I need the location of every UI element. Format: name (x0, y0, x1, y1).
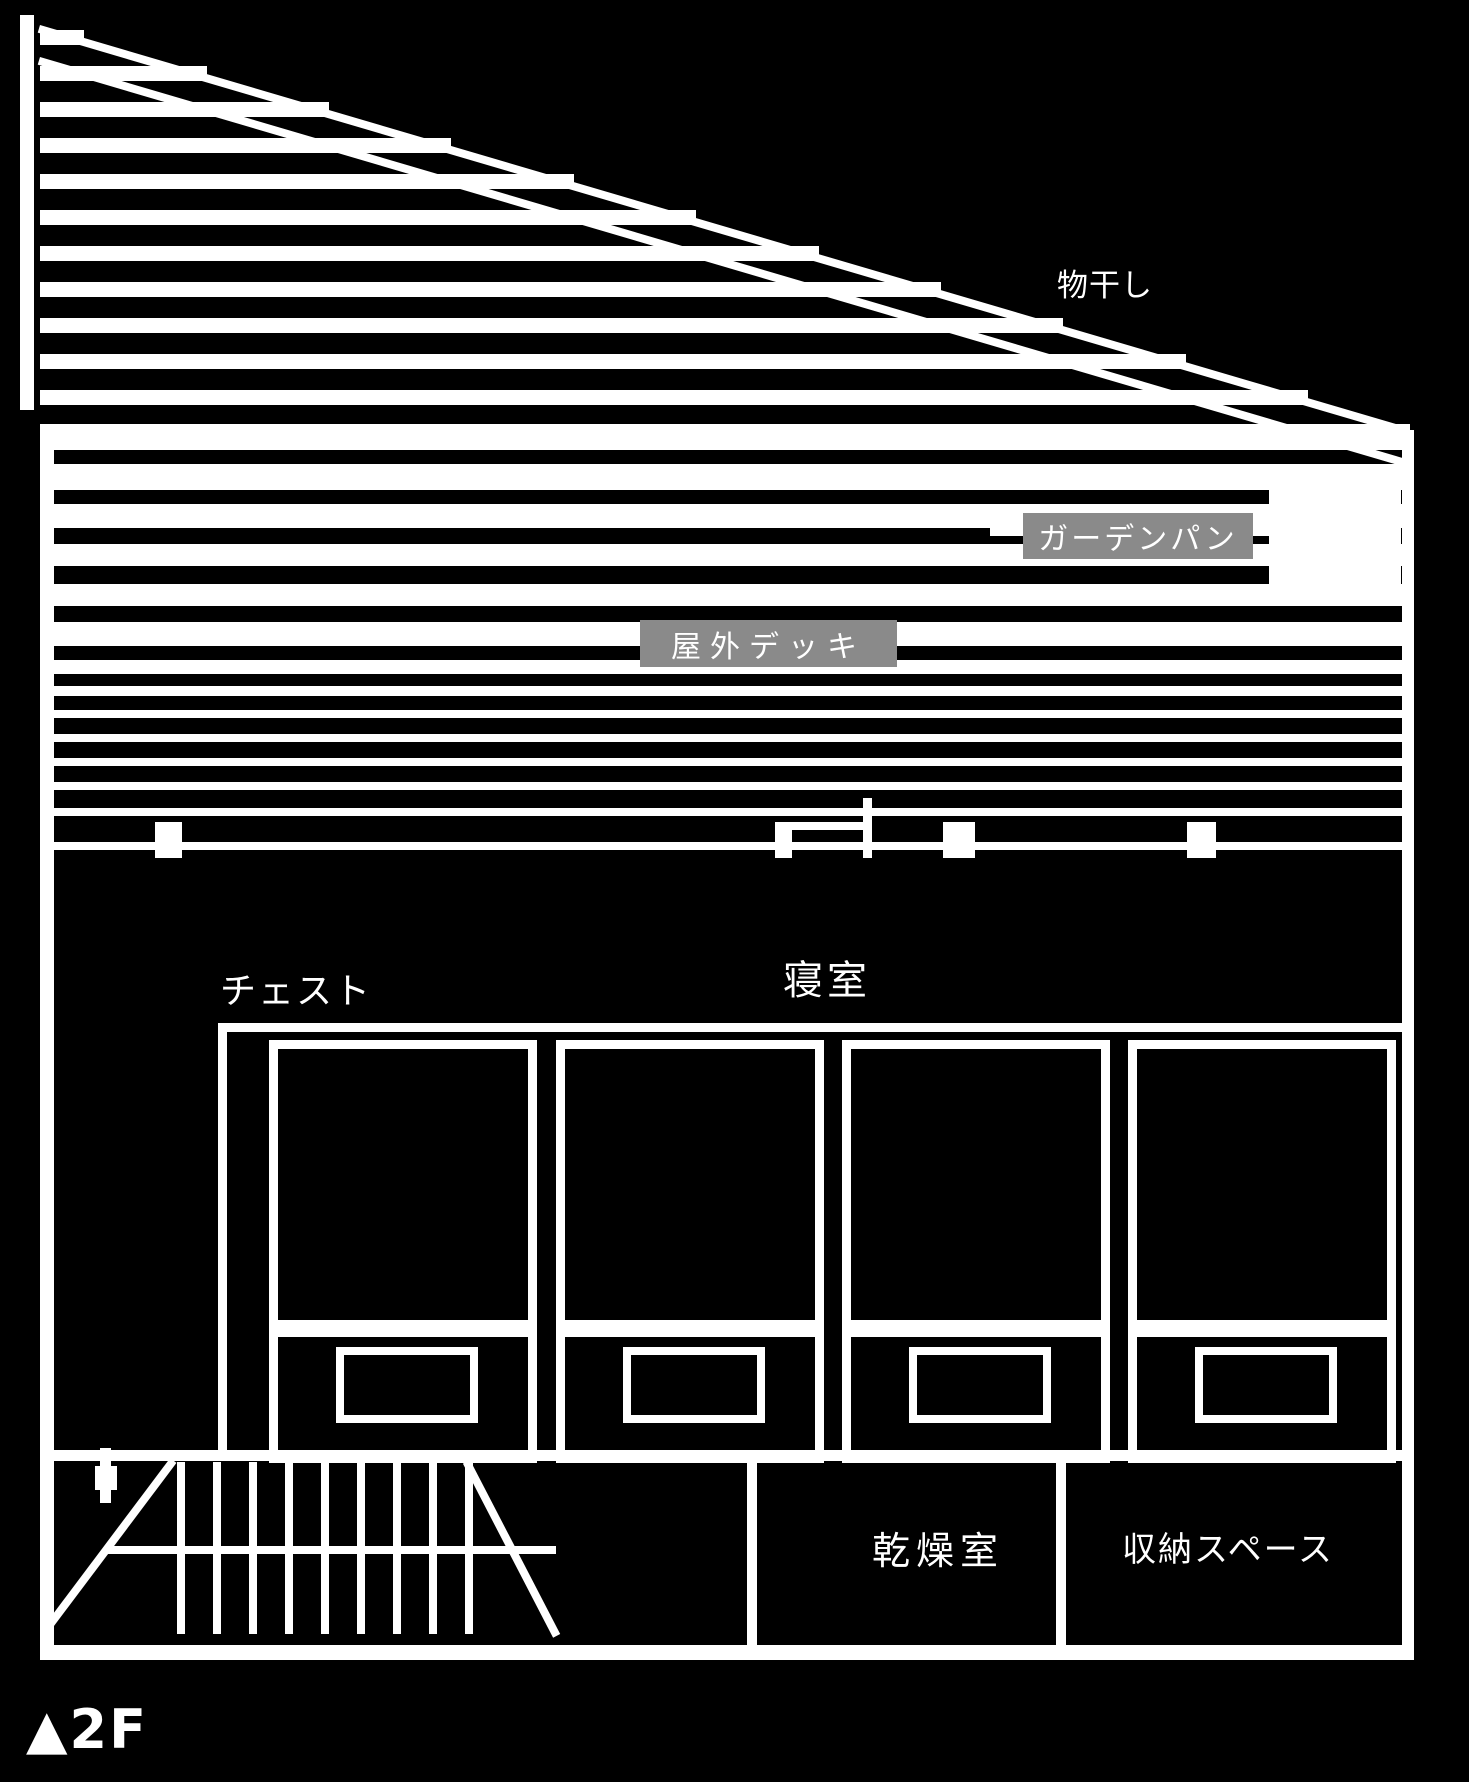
bed-unit (842, 1040, 1110, 1463)
roof-slope-line (40, 174, 574, 189)
room-divider-wall (1056, 1450, 1066, 1660)
sliding-window-center-mullion (863, 798, 872, 858)
chest-label: チェスト (220, 971, 373, 1012)
roof-slope-line (40, 390, 1308, 405)
deck-board-line (40, 464, 1410, 490)
deck-board-line (40, 710, 1410, 718)
sliding-window-rail (790, 822, 870, 830)
deck-edge-line (40, 808, 1414, 816)
stair-tread-line (321, 1462, 329, 1634)
bed-frame-divider (1137, 1320, 1387, 1337)
roof-fascia-line (37, 57, 1410, 468)
garden-pan-leader-line (1253, 528, 1269, 536)
bottom-exterior-wall (40, 1645, 1414, 1660)
bed-pillow (623, 1347, 765, 1423)
garden-pan-label-text: ガーデンパン (1038, 522, 1238, 557)
bedroom-label: 寝室 (783, 958, 871, 1004)
sliding-window-post (775, 822, 792, 858)
floor-indicator: ▲2F (26, 1698, 148, 1761)
room-divider-wall (747, 1450, 757, 1660)
deck-board-line (40, 424, 1410, 450)
roof-slope-line (40, 282, 941, 297)
bed-frame-divider (851, 1320, 1101, 1337)
bed-unit (1128, 1040, 1396, 1463)
stair-tread-line (357, 1462, 365, 1634)
roof-slope-line (40, 354, 1186, 369)
roof-slope-line (40, 246, 819, 261)
roof-edge-line (37, 25, 1410, 436)
garden-pan-label: ガーデンパン (1023, 513, 1253, 559)
bed-frame-divider (565, 1320, 815, 1337)
deck-board-line (40, 686, 1410, 696)
wall-post (155, 822, 182, 858)
stair-mid-line (107, 1546, 556, 1554)
roof-slope-line (40, 318, 1063, 333)
stair-tread-line (249, 1462, 257, 1634)
outdoor-deck-label-text: 屋外デッキ (671, 629, 866, 665)
left-exterior-wall (40, 425, 54, 1660)
roof-note-label: 物干し (1057, 268, 1153, 304)
stair-entry-dot (95, 1466, 117, 1490)
stair-tread-line (393, 1462, 401, 1634)
stair-tread-line (285, 1462, 293, 1634)
garden-pan-fixture (1269, 464, 1401, 606)
bed-pillow (1195, 1347, 1337, 1423)
outdoor-deck-label: 屋外デッキ (640, 620, 897, 667)
roof-slope-line (40, 102, 329, 117)
bed-frame-divider (278, 1320, 528, 1337)
deck-board-line (40, 660, 1410, 674)
outdoor-deck-leader-line (897, 638, 942, 646)
bed-zone-top-line (218, 1023, 1402, 1032)
drying-room-label: 乾燥室 (872, 1529, 1005, 1573)
exterior-wall-line (40, 842, 1414, 850)
stair-tread-line (213, 1462, 221, 1634)
storage-space-label: 収納スペース (1122, 1530, 1334, 1570)
bed-zone-left-line (218, 1023, 227, 1455)
stair-tread-line (429, 1462, 437, 1634)
bed-unit (269, 1040, 537, 1463)
sliding-window-post (943, 822, 975, 858)
deck-board-line (40, 782, 1410, 790)
deck-board-line (40, 758, 1410, 766)
wall-post (1187, 822, 1216, 858)
bed-pillow (336, 1347, 478, 1423)
deck-board-line (40, 584, 1410, 606)
garden-pan-leader-line (990, 528, 1023, 536)
roof-gable-edge-line (20, 15, 34, 410)
roof-slope-line (40, 138, 451, 153)
stair-tread-line (177, 1462, 185, 1634)
stair-tread-line (465, 1462, 473, 1634)
deck-board-line (40, 734, 1410, 742)
outdoor-deck-leader-line (596, 638, 640, 646)
bed-unit (556, 1040, 824, 1463)
roof-slope-line (40, 210, 696, 225)
bed-pillow (909, 1347, 1051, 1423)
right-exterior-wall (1402, 430, 1414, 1660)
